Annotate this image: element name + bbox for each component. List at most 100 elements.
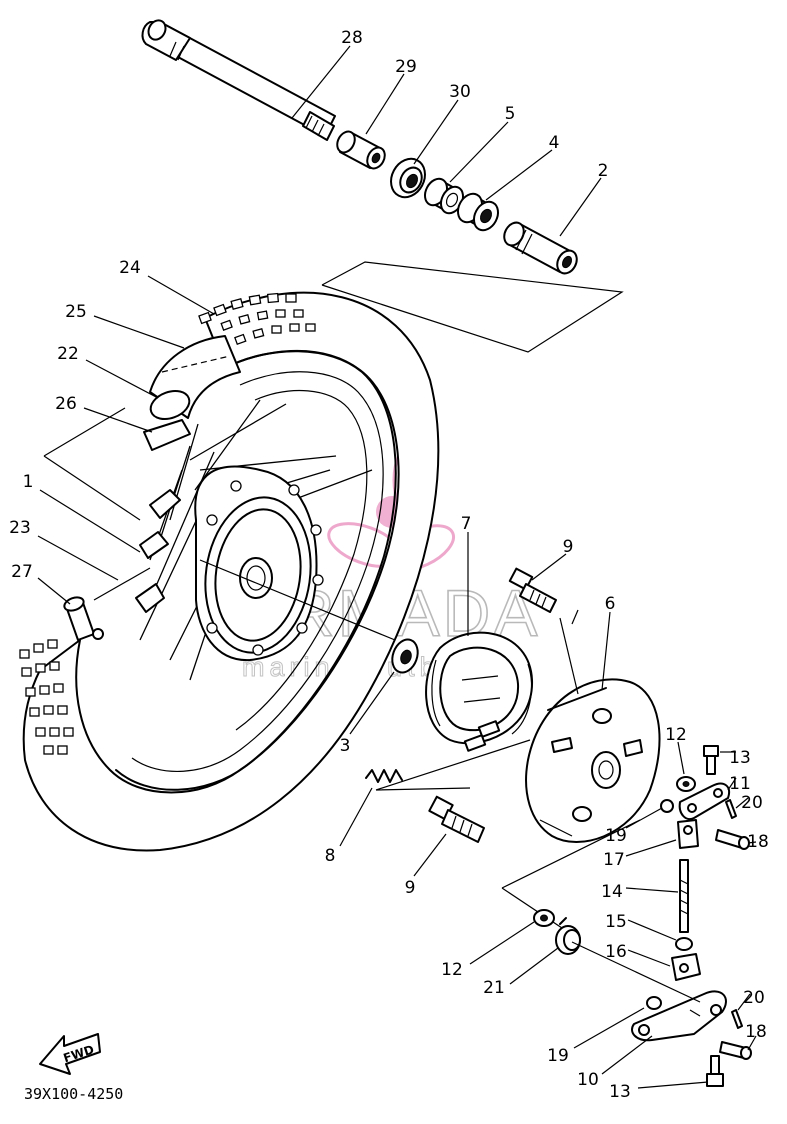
callout-leader-1 xyxy=(39,489,141,553)
callout-leader-8 xyxy=(339,787,373,847)
callout-leader-18 xyxy=(747,841,757,844)
callout-19: 19 xyxy=(605,826,627,846)
callout-24: 24 xyxy=(119,258,141,278)
hub-bearing xyxy=(391,638,419,674)
callout-leader-10 xyxy=(601,1035,653,1075)
callout-14: 14 xyxy=(601,882,623,902)
callout-leader-12 xyxy=(677,741,685,775)
callout-leader-16 xyxy=(627,949,671,967)
callout-leader-23 xyxy=(37,535,119,581)
collar xyxy=(336,130,386,170)
oil-seal xyxy=(390,157,426,199)
tire-tread-top xyxy=(198,292,316,346)
cotter-pin-lower xyxy=(731,1009,743,1029)
part-code: 39X100-4250 xyxy=(24,1085,123,1103)
callout-5: 5 xyxy=(505,104,516,124)
callout-4: 4 xyxy=(549,133,560,153)
callout-13: 13 xyxy=(729,748,751,768)
callout-leader-20 xyxy=(737,993,751,1011)
brake-assembly xyxy=(365,567,661,941)
cam-lever-upper xyxy=(678,782,730,820)
callout-17: 17 xyxy=(603,850,625,870)
callout-6: 6 xyxy=(605,594,616,614)
callout-8: 8 xyxy=(325,846,336,866)
return-spring xyxy=(365,769,403,783)
washer-19-lower xyxy=(646,996,662,1010)
bolt-lower xyxy=(428,795,485,843)
callout-leader-22 xyxy=(85,359,159,399)
callout-9: 9 xyxy=(563,537,574,557)
callout-leader-14 xyxy=(625,887,679,893)
callout-19: 19 xyxy=(547,1046,569,1066)
callout-leader-27 xyxy=(37,577,71,605)
callout-leader-21 xyxy=(509,947,559,985)
callout-leader-2 xyxy=(559,177,602,237)
callout-25: 25 xyxy=(65,302,87,322)
rim-band xyxy=(143,419,191,451)
callout-leader-29 xyxy=(365,73,405,135)
callout-16: 16 xyxy=(605,942,627,962)
callout-leader-20 xyxy=(735,797,749,809)
callout-3: 3 xyxy=(340,736,351,756)
pin-18-top xyxy=(715,829,750,850)
callout-leader-24 xyxy=(147,275,215,315)
callout-22: 22 xyxy=(57,344,79,364)
callout-1: 1 xyxy=(23,472,34,492)
callout-leader-26 xyxy=(83,407,153,433)
bolt-upper xyxy=(508,567,557,613)
spacer xyxy=(503,221,578,275)
joint-block xyxy=(671,953,701,981)
wheel-hub xyxy=(135,465,324,662)
callout-leader-13 xyxy=(637,1081,709,1089)
callout-18: 18 xyxy=(747,832,769,852)
lock-nut xyxy=(675,937,693,951)
callout-7: 7 xyxy=(461,514,472,534)
callout-leader-15 xyxy=(627,919,677,941)
callout-2: 2 xyxy=(598,161,609,181)
callout-29: 29 xyxy=(395,57,417,77)
callout-28: 28 xyxy=(341,28,363,48)
callout-leader-12 xyxy=(469,921,535,965)
callout-leader-9 xyxy=(531,553,567,581)
adjusting-rod xyxy=(679,859,689,933)
callout-leader-30 xyxy=(413,99,459,165)
callout-leader-18 xyxy=(747,1035,757,1051)
bearing-right xyxy=(457,192,499,232)
callout-23: 23 xyxy=(9,518,31,538)
callout-9: 9 xyxy=(405,878,416,898)
inner-tube xyxy=(149,335,241,421)
camshaft-lever xyxy=(631,990,727,1042)
callout-27: 27 xyxy=(11,562,33,582)
callout-13: 13 xyxy=(609,1082,631,1102)
callout-leader-6 xyxy=(601,611,611,691)
brake-shoe xyxy=(425,631,534,752)
callout-leader-17 xyxy=(625,839,677,857)
callout-26: 26 xyxy=(55,394,77,414)
tire xyxy=(19,291,440,852)
callout-leader-25 xyxy=(93,315,185,349)
callout-12: 12 xyxy=(665,725,687,745)
callout-leader-4 xyxy=(485,149,553,201)
callout-leader-11 xyxy=(727,777,737,791)
callout-leader-19 xyxy=(573,1007,645,1049)
callout-leader-19 xyxy=(625,807,663,829)
cam-lever-assembly xyxy=(533,745,752,1087)
bearing-left xyxy=(423,177,465,215)
callout-11: 11 xyxy=(729,774,751,794)
wear-indicator xyxy=(555,917,581,955)
callout-18: 18 xyxy=(745,1022,767,1042)
callout-20: 20 xyxy=(741,793,763,813)
tire-valve xyxy=(63,567,151,641)
fwd-arrow-icon: FWD xyxy=(39,1033,101,1075)
callout-leader-9 xyxy=(413,833,447,877)
callout-leader-28 xyxy=(291,45,351,119)
bolt-13-lower xyxy=(706,1055,724,1087)
pin-18-lower xyxy=(719,1041,752,1060)
cotter-pin-top xyxy=(725,799,737,819)
callout-leader-3 xyxy=(349,671,395,735)
washer-19-top xyxy=(660,799,674,813)
clevis xyxy=(677,819,699,849)
callout-10: 10 xyxy=(577,1070,599,1090)
